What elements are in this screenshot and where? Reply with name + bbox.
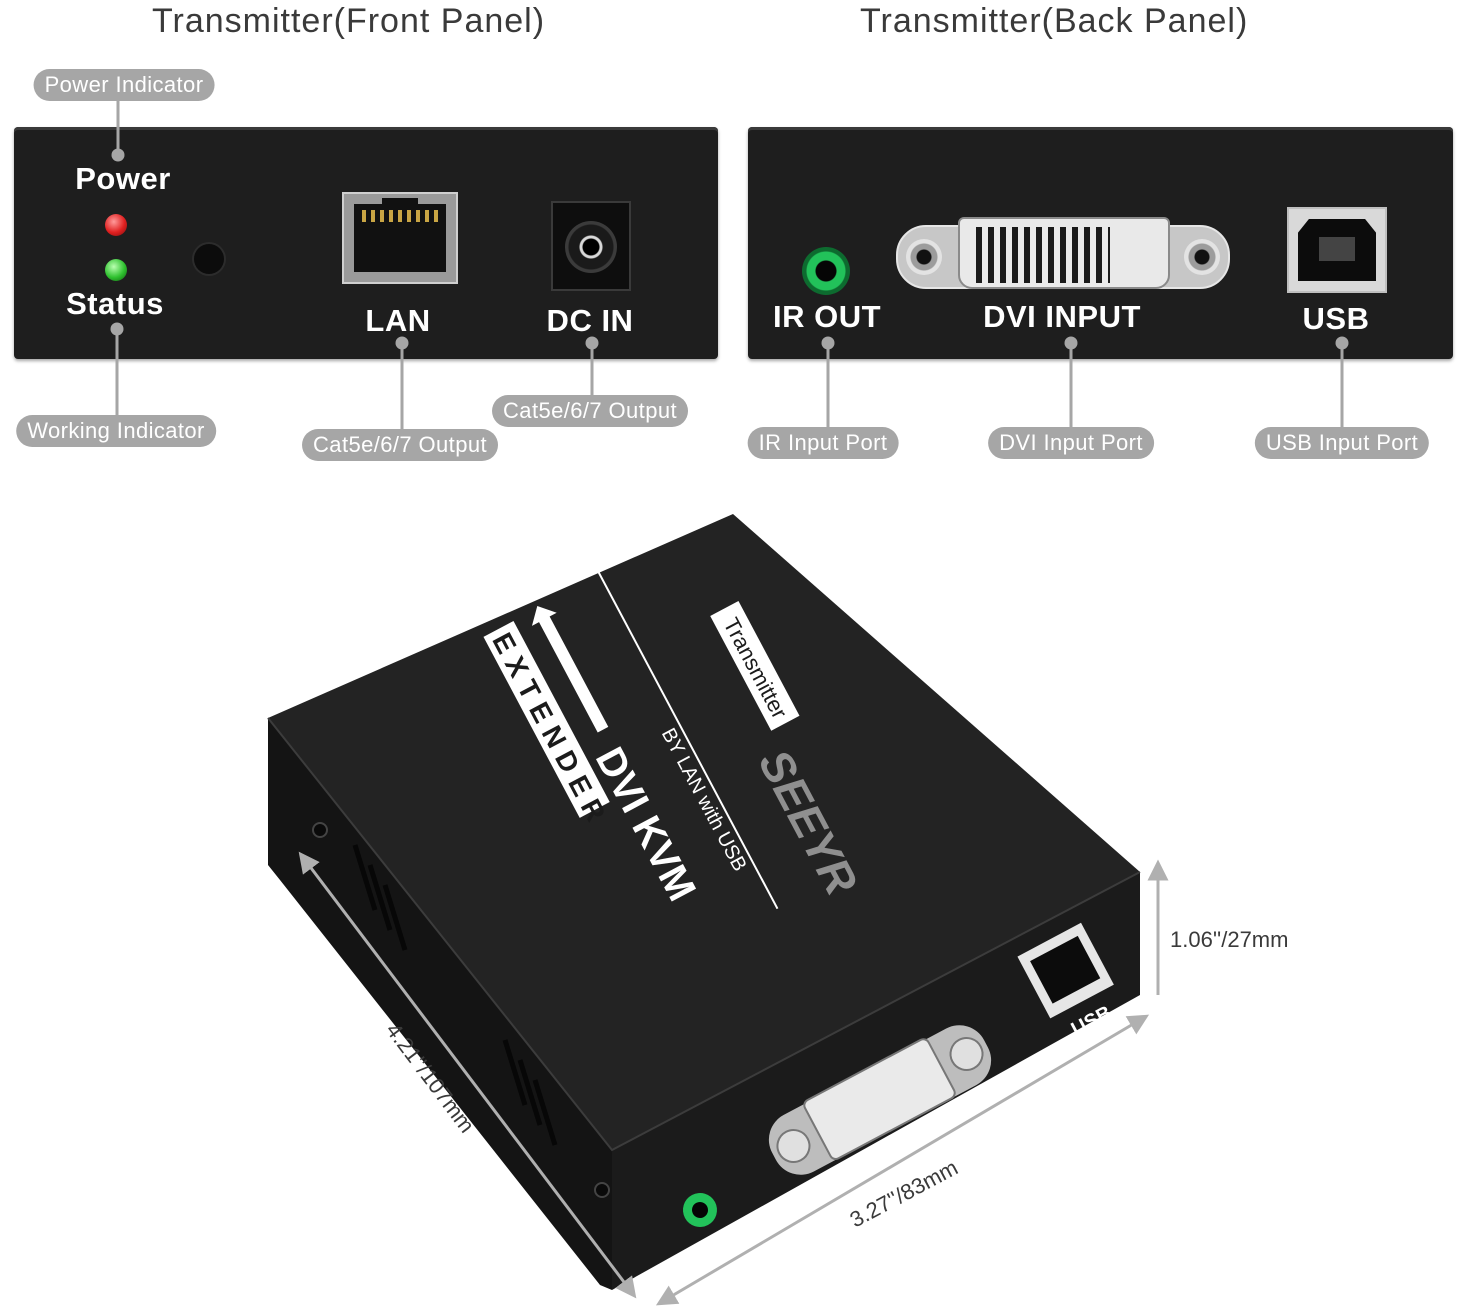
working-indicator-leader [115,329,119,416]
lan-label: LAN [365,303,431,338]
ir-port-leader [826,343,830,428]
lan-output-leader [400,343,404,429]
width-arrow [655,1014,1150,1306]
lan-port [342,192,458,284]
reset-button [194,244,224,274]
length-arrow [298,851,637,1299]
power-indicator-dot [111,148,125,162]
usb-label: USB [1302,301,1370,336]
status-label: Status [66,286,164,321]
device-usb-port: USB [1017,922,1115,1041]
ir-port-callout: IR Input Port [747,427,899,459]
dc-in-jack [551,201,631,291]
dc-output-leader [590,343,594,395]
working-indicator-callout: Working Indicator [16,415,216,447]
status-led [105,259,127,281]
power-indicator-leader [116,100,120,155]
power-label: Power [75,161,171,196]
dvi-port-leader [1069,343,1073,428]
power-indicator-callout: Power Indicator [33,69,215,101]
usb-port-callout: USB Input Port [1254,427,1430,459]
dvi-input-label: DVI INPUT [983,299,1141,334]
dc-output-callout: Cat5e/6/7 Output [492,395,688,427]
ir-out-label: IR OUT [772,299,882,334]
back-panel-title: Transmitter(Back Panel) [860,2,1249,40]
dc-in-label: DC IN [546,303,634,338]
height-dimension: 1.06''/27mm [1170,927,1289,952]
lan-output-callout: Cat5e/6/7 Output [302,429,498,461]
front-panel-title: Transmitter(Front Panel) [152,2,546,40]
dvi-connector [896,217,1230,289]
power-led [105,214,127,236]
usb-port-leader [1340,343,1344,428]
dvi-port-callout: DVI Input Port [988,427,1154,459]
ir-out-jack [802,247,850,295]
front-panel [14,127,718,359]
usb-b-port [1287,207,1387,293]
back-panel [748,127,1453,359]
